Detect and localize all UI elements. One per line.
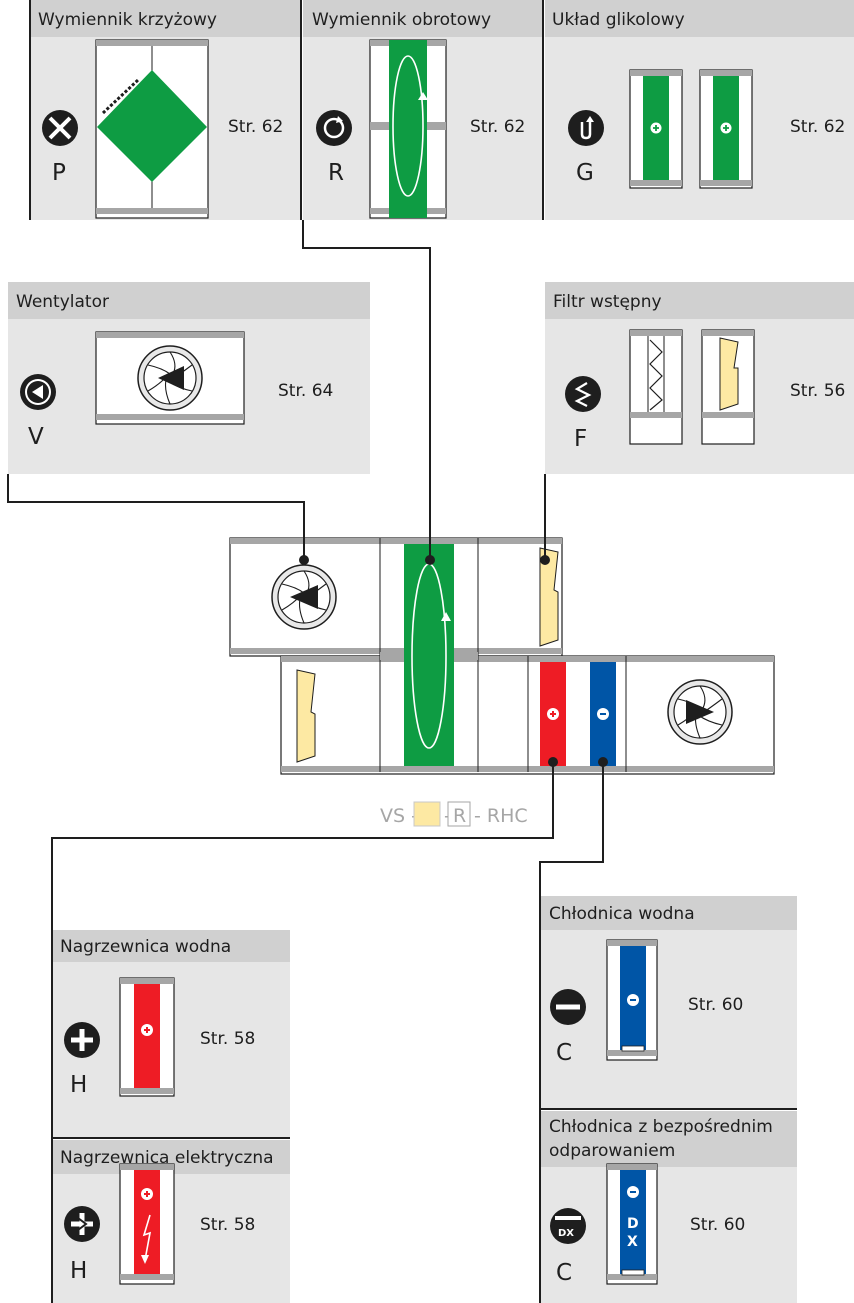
- panel-code: F: [574, 426, 587, 452]
- panel-water-heater: Nagrzewnica wodna H Str. 58: [52, 930, 290, 1138]
- filter-drawing: [629, 329, 755, 445]
- panel-title: Nagrzewnica elektryczna: [60, 1148, 274, 1168]
- unit-code: VS - - R - RHC: [380, 801, 528, 827]
- panel-code: R: [328, 160, 344, 186]
- electric-heater-icon: [64, 1206, 100, 1242]
- rotary-exchanger-icon: [316, 110, 352, 146]
- panel-title: Wentylator: [16, 292, 109, 312]
- panel-glycol: Układ glikolowy G Str. 62: [545, 0, 854, 220]
- panel-code: P: [52, 160, 66, 186]
- minus-icon: [550, 989, 586, 1025]
- page-reference: Str. 62: [790, 117, 845, 137]
- ahu-unit-drawing: [229, 537, 775, 775]
- fan-icon: [20, 374, 56, 410]
- panel-code: H: [70, 1258, 87, 1284]
- water-cooler-drawing: [606, 939, 658, 1061]
- page-reference: Str. 56: [790, 381, 845, 401]
- cross-exchanger-icon: [42, 110, 78, 146]
- glycol-icon: [568, 110, 604, 146]
- page-reference: Str. 60: [690, 1215, 745, 1235]
- glycol-coils-drawing: [629, 69, 753, 189]
- panel-code: C: [556, 1260, 572, 1286]
- panel-prefilter: Filtr wstępny F Str. 56: [545, 282, 854, 474]
- electric-heater-drawing: [119, 1163, 175, 1285]
- panel-title: Wymiennik obrotowy: [312, 10, 491, 30]
- dx-icon-label: DX: [558, 1228, 574, 1239]
- panel-rotary-exchanger: Wymiennik obrotowy R Str. 62: [303, 0, 544, 220]
- panel-electric-heater: Nagrzewnica elektryczna H Str. 58: [52, 1140, 290, 1303]
- dx-cooler-drawing: D X: [606, 1163, 658, 1285]
- filter-icon: [565, 376, 601, 412]
- panel-code: H: [70, 1072, 87, 1098]
- plus-icon: [64, 1022, 100, 1058]
- page-reference: Str. 60: [688, 995, 743, 1015]
- panel-dx-cooler: Chłodnica z bezpośrednim odparowaniem DX…: [540, 1111, 797, 1303]
- panel-title: Układ glikolowy: [552, 10, 685, 30]
- panel-title: Wymiennik krzyżowy: [38, 10, 217, 30]
- page-reference: Str. 58: [200, 1215, 255, 1235]
- cross-exchanger-drawing: [95, 39, 209, 219]
- dx-coil-letter-x: X: [627, 1234, 638, 1250]
- panel-water-cooler: Chłodnica wodna C Str. 60: [540, 896, 797, 1109]
- page-reference: Str. 62: [470, 117, 525, 137]
- water-heater-drawing: [119, 977, 175, 1097]
- connector-lines: [7, 220, 797, 1303]
- page-reference: Str. 58: [200, 1029, 255, 1049]
- unit-code-prefix: VS -: [380, 805, 418, 827]
- panel-code: G: [576, 160, 594, 186]
- panel-cross-exchanger: Wymiennik krzyżowy P Str. 62: [29, 0, 302, 220]
- page-reference: Str. 64: [278, 381, 333, 401]
- page-reference: Str. 62: [228, 117, 283, 137]
- unit-code-suffix: - RHC: [474, 805, 528, 827]
- dx-cooler-icon: DX: [550, 1208, 586, 1244]
- panel-title: Filtr wstępny: [553, 292, 662, 312]
- panel-title: Chłodnica wodna: [549, 904, 695, 924]
- panel-title-line2: odparowaniem: [549, 1141, 675, 1161]
- panel-fan: Wentylator V Str. 64: [8, 282, 370, 474]
- panel-title: Nagrzewnica wodna: [60, 937, 231, 957]
- rotary-exchanger-drawing: [369, 39, 447, 219]
- dx-coil-letter-d: D: [627, 1216, 639, 1232]
- panel-code: V: [28, 424, 44, 450]
- fan-drawing: [95, 331, 245, 425]
- panel-code: C: [556, 1040, 572, 1066]
- unit-code-dash: -: [444, 805, 451, 827]
- panel-title-line1: Chłodnica z bezpośrednim: [549, 1117, 773, 1137]
- unit-code-size-letter: R: [453, 805, 466, 827]
- connector-dots: [299, 555, 608, 767]
